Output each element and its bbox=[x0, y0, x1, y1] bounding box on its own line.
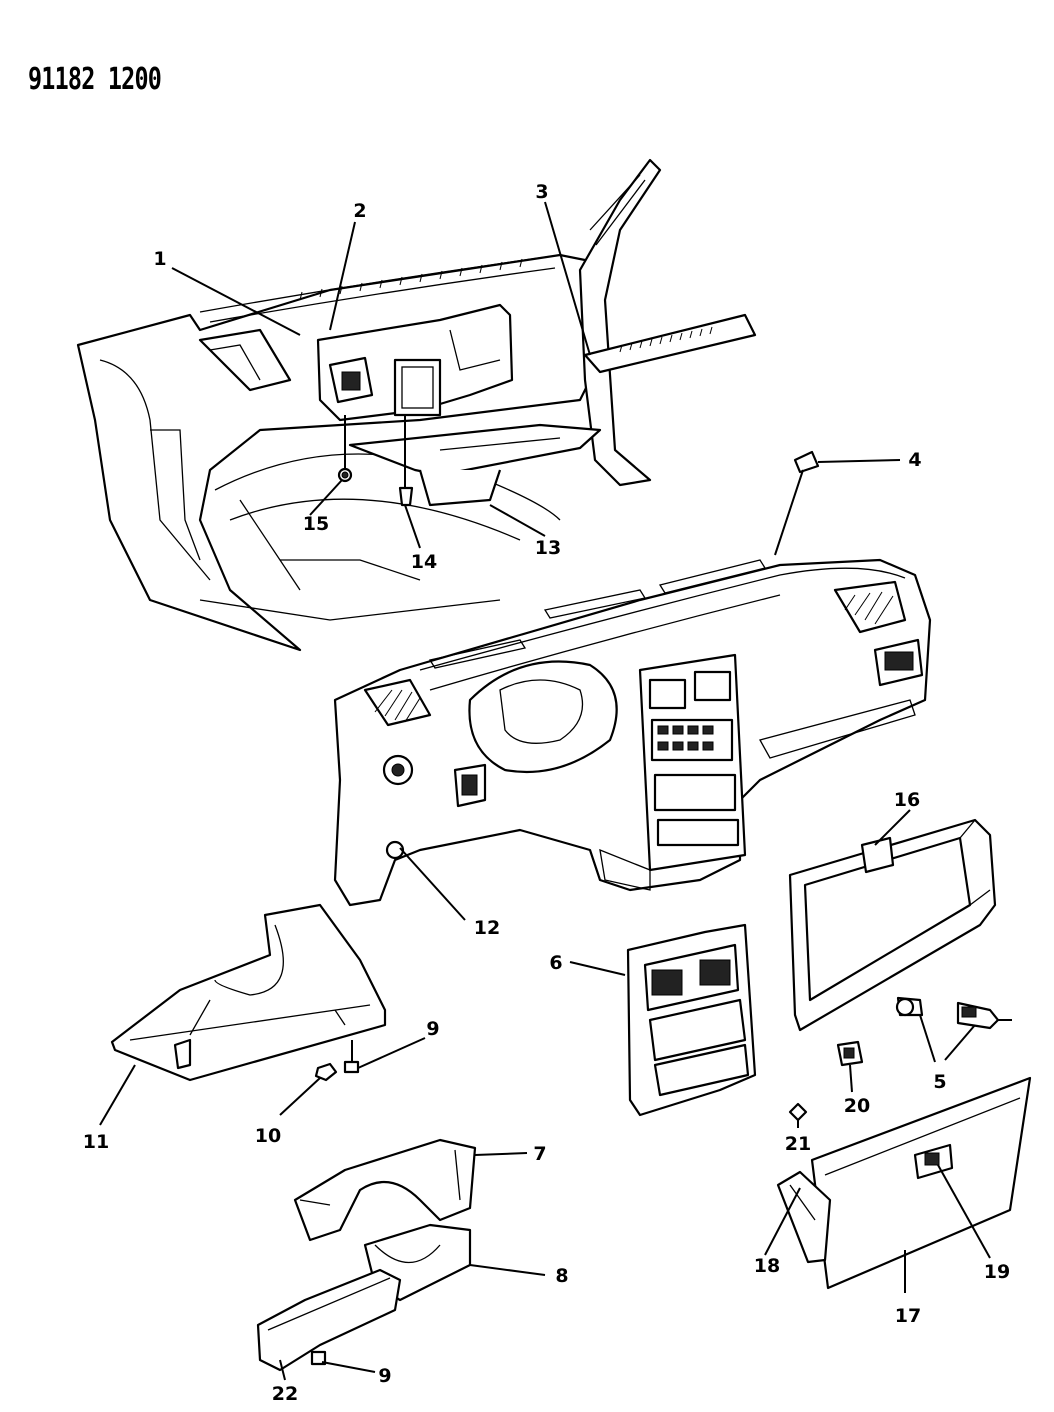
part-16-glovebox-frame bbox=[788, 818, 997, 1032]
instrument-panel-assembly bbox=[333, 450, 932, 907]
part-20-clip bbox=[836, 1040, 864, 1067]
part-7-upper-shroud bbox=[293, 1138, 477, 1242]
callout-20: 20 bbox=[844, 1095, 870, 1117]
callout-21: 21 bbox=[785, 1133, 811, 1155]
part-9-screw-upper bbox=[343, 1040, 360, 1074]
callout-14: 14 bbox=[411, 551, 437, 573]
part-6-center-bezel bbox=[626, 923, 757, 1117]
callout-4: 4 bbox=[908, 449, 921, 471]
callout-9-lower: 9 bbox=[378, 1365, 391, 1387]
part-18-glovebox-check-strap bbox=[776, 1170, 832, 1264]
callout-11: 11 bbox=[83, 1131, 109, 1153]
callout-22: 22 bbox=[272, 1383, 298, 1405]
leader-lines bbox=[99, 201, 991, 1381]
part-11-knee-bolster bbox=[110, 903, 387, 1082]
callout-5: 5 bbox=[933, 1071, 946, 1093]
callout-19: 19 bbox=[984, 1261, 1010, 1283]
callout-2: 2 bbox=[353, 200, 366, 222]
callout-16: 16 bbox=[894, 789, 920, 811]
callout-labels: 1 2 3 4 5 6 7 8 9 9 10 11 12 13 14 15 16… bbox=[83, 181, 1010, 1405]
callout-15: 15 bbox=[303, 513, 329, 535]
callout-10: 10 bbox=[255, 1125, 281, 1147]
callout-9-upper: 9 bbox=[426, 1018, 439, 1040]
callout-6: 6 bbox=[549, 952, 562, 974]
callout-8: 8 bbox=[555, 1265, 568, 1287]
callout-12: 12 bbox=[474, 917, 500, 939]
callout-18: 18 bbox=[754, 1255, 780, 1277]
callout-7: 7 bbox=[533, 1143, 546, 1165]
part-9-screw-lower bbox=[310, 1350, 327, 1366]
callout-13: 13 bbox=[535, 537, 561, 559]
part-21-clip bbox=[788, 1102, 808, 1122]
callout-3: 3 bbox=[535, 181, 548, 203]
callout-17: 17 bbox=[895, 1305, 921, 1327]
diagram-code: 91182 1200 bbox=[28, 62, 162, 97]
cowl-firewall-assembly bbox=[76, 158, 757, 652]
part-22-lower-cover bbox=[256, 1268, 402, 1372]
part-10-nut bbox=[314, 1062, 338, 1082]
part-5-bulb-and-socket bbox=[895, 996, 1012, 1030]
callout-1: 1 bbox=[153, 248, 166, 270]
